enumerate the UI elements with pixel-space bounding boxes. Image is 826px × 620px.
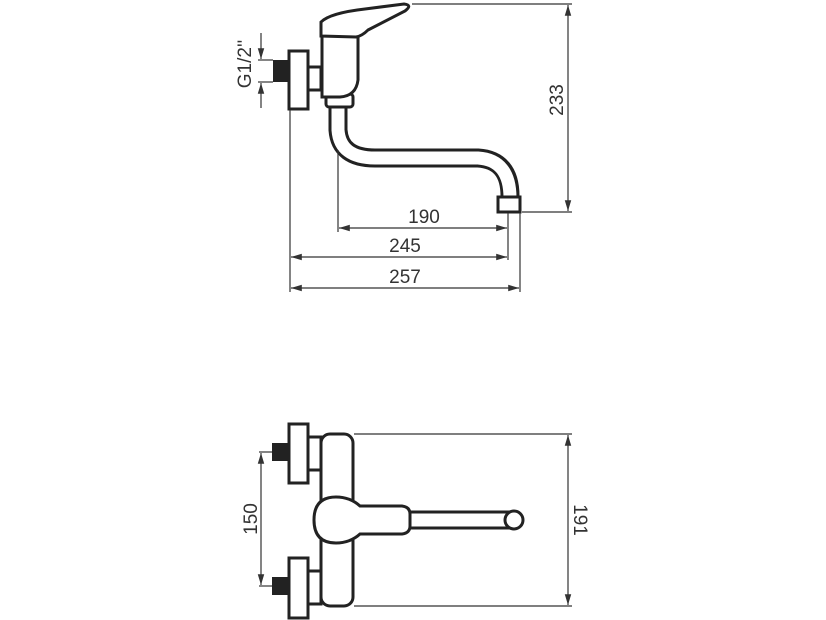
dim-height-label: 233 bbox=[547, 84, 568, 116]
aerator-nozzle bbox=[496, 195, 522, 214]
bottom-thread-inlet bbox=[272, 577, 290, 595]
connection-nut bbox=[306, 65, 323, 92]
mixer-body bbox=[320, 34, 360, 99]
dim-wall-to-outlet-label: 245 bbox=[389, 236, 421, 257]
top-thread-inlet bbox=[272, 443, 290, 461]
dim-total-depth-label: 257 bbox=[389, 267, 421, 288]
dim-body-length-label: 191 bbox=[569, 504, 590, 536]
lever-rod bbox=[403, 510, 521, 530]
dimension-lines bbox=[257, 3, 572, 292]
spout-fill bbox=[331, 104, 517, 199]
bottom-wall-flange bbox=[287, 556, 310, 620]
side-view: 233 190 245 257 G1/2'' bbox=[235, 2, 572, 292]
lever-handle bbox=[319, 2, 411, 39]
thread-size-label: G1/2'' bbox=[235, 40, 256, 88]
top-dimension-lines bbox=[257, 433, 572, 607]
top-connection-nut bbox=[306, 435, 323, 472]
lever-handle-top bbox=[312, 495, 412, 545]
wall-flange bbox=[287, 49, 310, 111]
dim-inlet-spacing-label: 150 bbox=[241, 503, 262, 535]
lever-rod-end bbox=[503, 509, 525, 531]
top-wall-flange bbox=[287, 422, 310, 485]
dim-spout-reach-label: 190 bbox=[408, 207, 440, 228]
bottom-connection-nut bbox=[306, 569, 323, 606]
thread-inlet bbox=[273, 60, 289, 82]
top-view: 150 191 bbox=[241, 422, 590, 620]
